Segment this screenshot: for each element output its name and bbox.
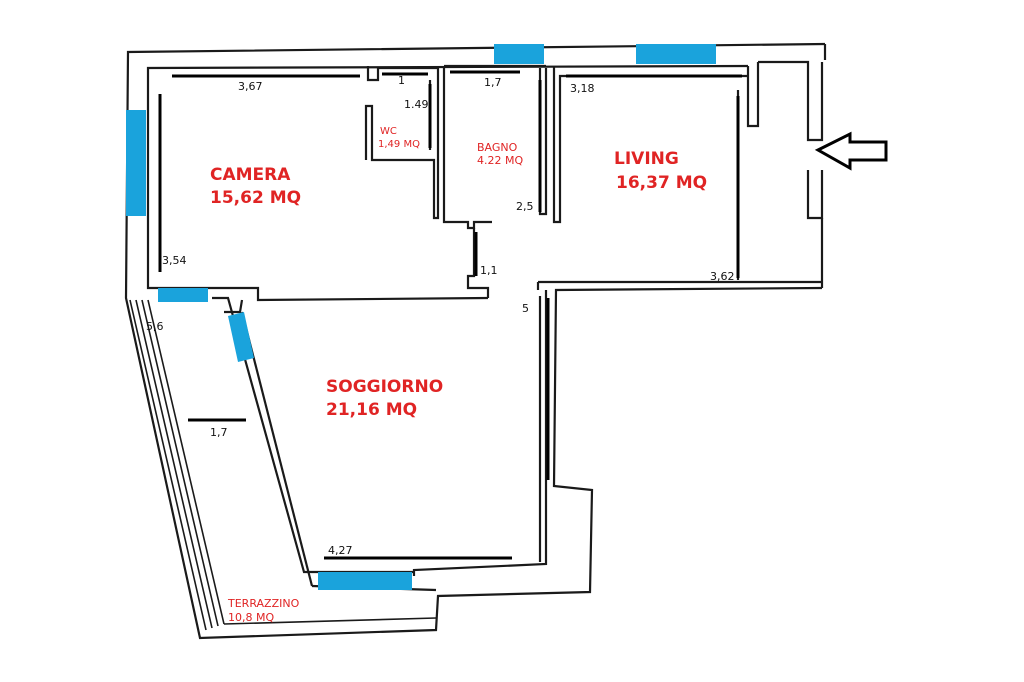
terrace-rail-bottom: [223, 617, 437, 625]
room-soggiorno-area: 21,16 MQ: [326, 400, 417, 420]
dim-terrace-width: 1,7: [210, 426, 228, 439]
room-terrazzino-name: TERRAZZINO: [227, 597, 300, 610]
soggiorno-left-outer: [224, 299, 244, 314]
room-living-area: 16,37 MQ: [616, 173, 707, 193]
room-bagno-name: BAGNO: [477, 141, 518, 154]
wc-wall: [364, 66, 440, 220]
room-wc-name: WC: [380, 126, 397, 137]
room-terrazzino-area: 10,8 MQ: [228, 611, 274, 624]
windows: [126, 44, 716, 590]
dim-hall-width: 1,1: [480, 264, 498, 277]
entrance-arrow-icon: [814, 131, 888, 171]
terrace-rail-line: [129, 299, 207, 631]
room-labels: CAMERA 15,62 MQ WC 1,49 MQ BAGNO 4.22 MQ…: [210, 126, 707, 624]
outer-walls: [124, 42, 827, 640]
room-camera-name: CAMERA: [210, 165, 291, 185]
window-soggiorno-terrace: [318, 572, 412, 590]
living-right-wall: [746, 62, 760, 128]
window-soggiorno-side: [228, 312, 254, 362]
window-bagno: [494, 44, 544, 64]
room-soggiorno-name: SOGGIORNO: [326, 377, 443, 397]
terrace-rail-line: [141, 299, 219, 627]
dim-bagno-depth: 2,5: [516, 200, 534, 213]
dim-living-depth: 3,62: [710, 270, 735, 283]
room-camera-area: 15,62 MQ: [210, 188, 301, 208]
terrace-rail-line: [135, 299, 213, 629]
terrace-railing: [129, 299, 437, 631]
hall-wall: [466, 228, 490, 298]
window-living: [636, 44, 716, 64]
dim-bagno-width: 1,7: [484, 76, 502, 89]
soggiorno-right-wall: [412, 290, 548, 576]
dim-camera-width: 3,67: [238, 80, 263, 93]
entry-wall-upper: [758, 60, 824, 142]
room-bagno-area: 4.22 MQ: [477, 154, 523, 167]
dimension-lines: [158, 70, 742, 560]
window-camera-terrace: [158, 288, 208, 302]
outer-wall-outline: [124, 42, 826, 640]
entry-wall-lower: [806, 170, 824, 220]
terrace-rail-line: [147, 299, 225, 625]
dim-camera-depth: 3,54: [162, 254, 187, 267]
dim-soggiorno-depth: 5: [522, 302, 529, 315]
window-camera: [126, 110, 146, 216]
dimension-labels: 3,67 3,54 1 1.49 1,7 2,5 3,18 3,62 1,1 5…: [146, 74, 735, 557]
dim-terrace-length: 5,6: [146, 320, 164, 333]
dim-wc-width: 1: [398, 74, 405, 87]
dim-living-width: 3,18: [570, 82, 595, 95]
bagno-wall: [442, 66, 492, 230]
dim-soggiorno-width: 4,27: [328, 544, 353, 557]
dim-wc-depth: 1.49: [404, 98, 429, 111]
room-living-name: LIVING: [614, 149, 679, 169]
room-wc-area: 1,49 MQ: [378, 139, 420, 150]
